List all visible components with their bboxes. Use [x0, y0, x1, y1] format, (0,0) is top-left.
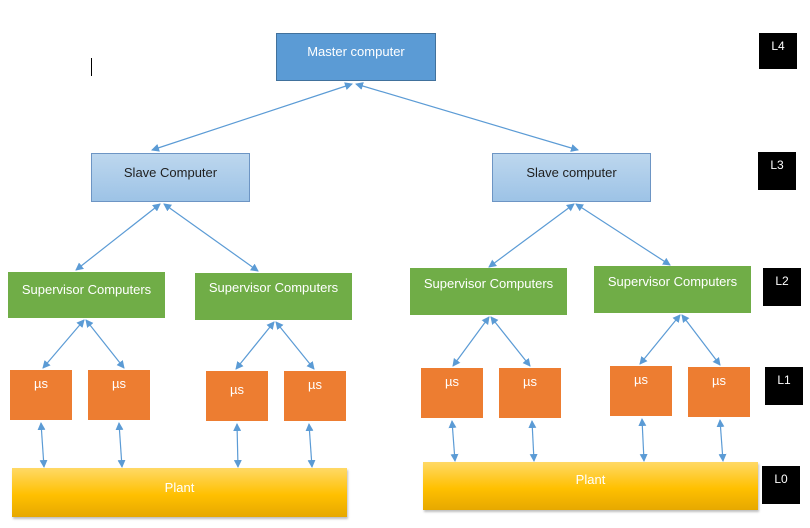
- microsystem-label-7: µs: [634, 372, 648, 387]
- connector-supervisor-3-us-5: [452, 316, 490, 367]
- slave-computer-left-label: Slave Computer: [123, 165, 218, 180]
- connector-us-5-plant: [448, 420, 459, 462]
- connector-master-slave-right: [355, 82, 579, 152]
- connector-slave-right-supervisor-3: [488, 203, 575, 268]
- supervisor-computers-node-3: Supervisor Computers: [410, 268, 567, 315]
- connector-us-1-plant: [37, 422, 48, 468]
- plant-right-node: Plant: [423, 462, 758, 510]
- level-badge-l2: L2: [763, 268, 801, 306]
- level-badge-l0: L0: [762, 466, 800, 504]
- microsystem-label-5: µs: [445, 374, 459, 389]
- connector-slave-left-supervisor-2: [163, 203, 259, 272]
- connector-supervisor-3-us-6: [490, 316, 531, 367]
- level-badge-l4: L4: [759, 33, 797, 69]
- microsystem-node-7: µs: [610, 366, 672, 416]
- plant-left-label: Plant: [164, 480, 195, 495]
- slave-computer-left-node: Slave Computer: [91, 153, 250, 202]
- supervisor-computers-label-1: Supervisor Computers: [21, 282, 152, 297]
- supervisor-computers-label-2: Supervisor Computers: [208, 280, 339, 295]
- supervisor-computers-label-3: Supervisor Computers: [423, 276, 554, 291]
- connector-supervisor-4-us-8: [681, 314, 721, 366]
- microsystem-node-1: µs: [10, 370, 72, 420]
- connector-supervisor-2-us-4: [275, 321, 315, 370]
- microsystem-node-8: µs: [688, 367, 750, 417]
- connector-supervisor-1-us-2: [85, 319, 125, 369]
- plant-right-label: Plant: [575, 472, 606, 487]
- level-badge-l1: L1: [765, 367, 803, 405]
- connector-us-2-plant: [115, 422, 126, 468]
- microsystem-label-8: µs: [712, 373, 726, 388]
- supervisor-computers-node-1: Supervisor Computers: [8, 272, 165, 318]
- supervisor-computers-node-4: Supervisor Computers: [594, 266, 751, 313]
- microsystem-node-5: µs: [421, 368, 483, 418]
- connector-us-8-plant: [716, 419, 727, 462]
- microsystem-label-3: µs: [230, 382, 244, 397]
- connector-us-3-plant: [233, 423, 242, 468]
- microsystem-label-6: µs: [523, 374, 537, 389]
- level-badge-l1-label: L1: [777, 373, 791, 387]
- microsystem-label-1: µs: [34, 376, 48, 391]
- microsystem-label-4: µs: [308, 377, 322, 392]
- level-badge-l0-label: L0: [774, 472, 788, 486]
- plant-left-node: Plant: [12, 468, 347, 517]
- slave-computer-right-label: Slave computer: [526, 165, 617, 180]
- connector-master-slave-left: [151, 82, 353, 152]
- master-computer-node: Master computer: [276, 33, 436, 81]
- connector-supervisor-4-us-7: [639, 314, 681, 365]
- microsystem-label-2: µs: [112, 376, 126, 391]
- microsystem-node-3: µs: [206, 371, 268, 421]
- level-badge-l4-label: L4: [771, 39, 785, 53]
- level-badge-l2-label: L2: [775, 274, 789, 288]
- connector-us-7-plant: [638, 418, 648, 462]
- connector-supervisor-1-us-1: [42, 319, 85, 369]
- microsystem-node-4: µs: [284, 371, 346, 421]
- microsystem-node-6: µs: [499, 368, 561, 418]
- connector-supervisor-2-us-3: [235, 321, 275, 370]
- master-computer-label: Master computer: [307, 44, 405, 59]
- connector-slave-left-supervisor-1: [75, 203, 161, 271]
- slave-computer-right-node: Slave computer: [492, 153, 651, 202]
- supervisor-computers-node-2: Supervisor Computers: [195, 273, 352, 320]
- connector-us-6-plant: [528, 420, 538, 462]
- microsystem-node-2: µs: [88, 370, 150, 420]
- level-badge-l3: L3: [758, 152, 796, 190]
- level-badge-l3-label: L3: [770, 158, 784, 172]
- connector-slave-right-supervisor-4: [575, 203, 671, 266]
- supervisor-computers-label-4: Supervisor Computers: [607, 274, 738, 289]
- connector-us-4-plant: [305, 423, 316, 468]
- text-cursor: [91, 58, 92, 76]
